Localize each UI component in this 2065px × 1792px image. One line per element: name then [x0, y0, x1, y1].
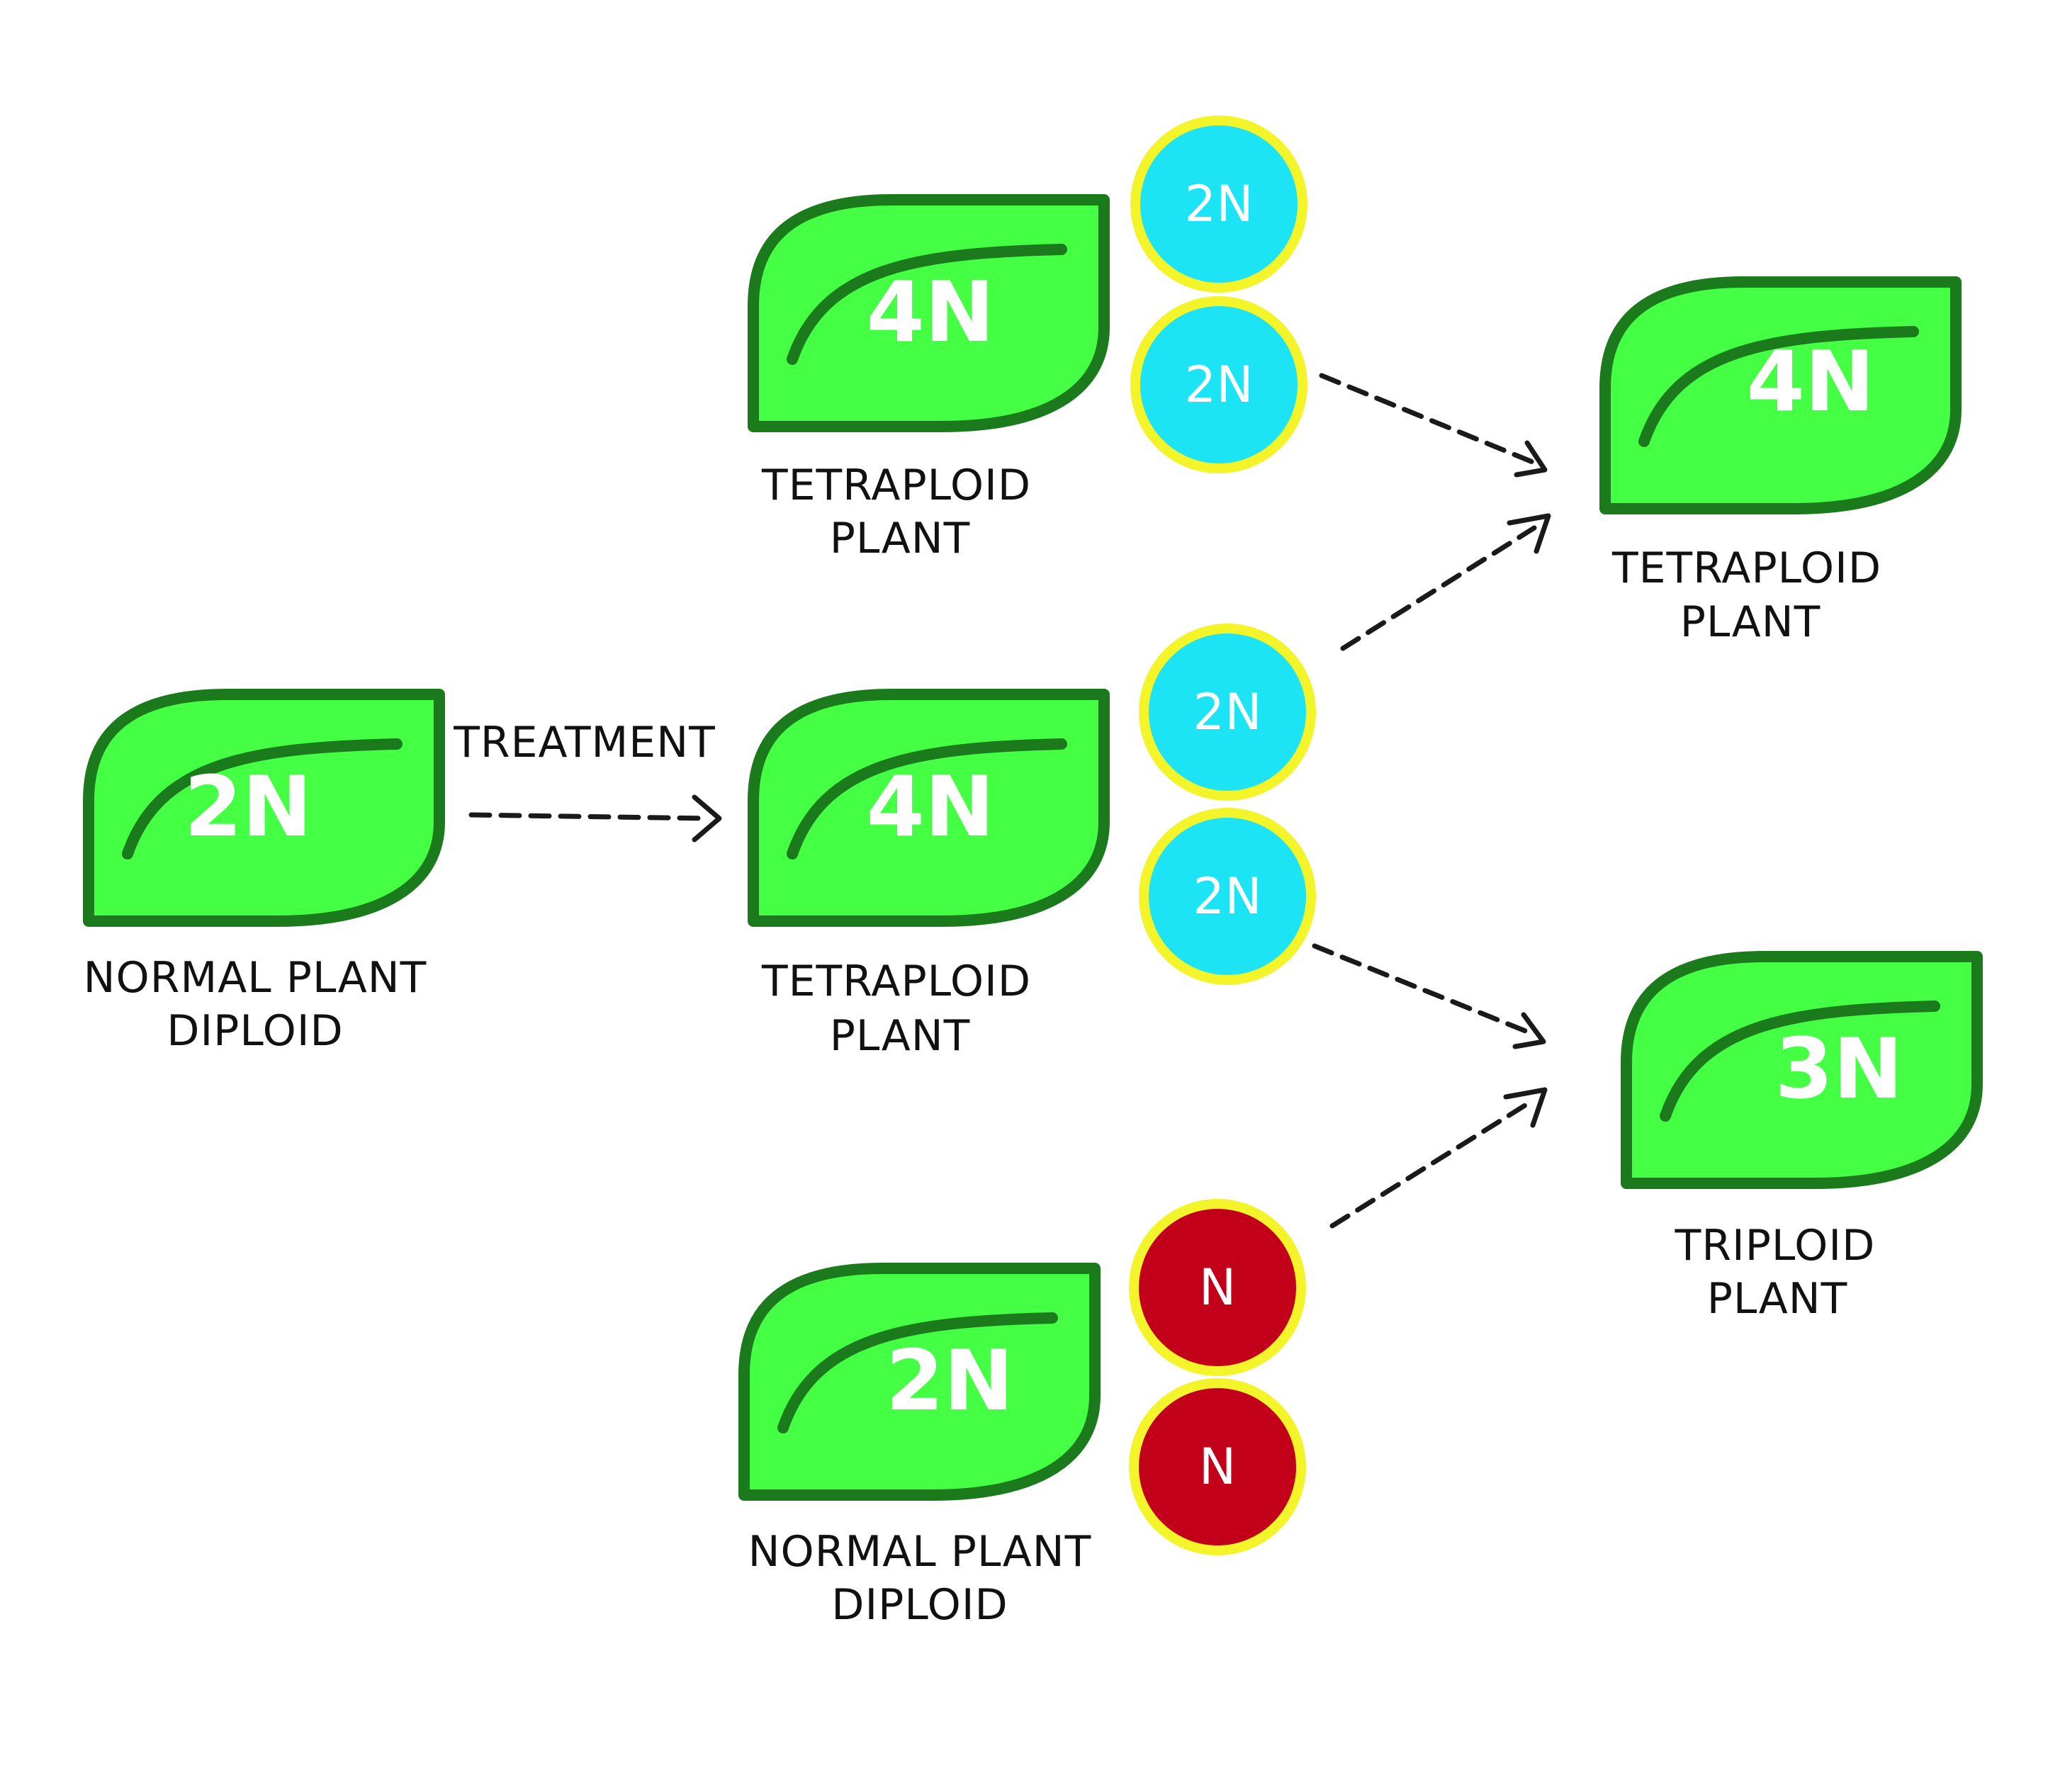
caption-tetraploid-middle: TETRAPLOID PLANT [761, 957, 1031, 1061]
caption-line: TRIPLOID [1675, 1221, 1876, 1270]
caption-line: PLANT [830, 1011, 971, 1061]
arrow-middle-to-triploid [1312, 943, 1546, 1049]
gamete-label: 2N [1193, 867, 1262, 925]
plant-ploidy-label: 4N [867, 263, 995, 361]
plant-ploidy-label: 4N [867, 757, 995, 855]
gamete-2n-top-2: 2N [1130, 296, 1307, 473]
gamete-n-bottom-2: N [1129, 1378, 1306, 1555]
gamete-circle [1130, 296, 1307, 473]
arrow-treatment [468, 794, 722, 843]
treatment-label: TREATMENT [453, 718, 716, 767]
leaf-vein [787, 244, 1067, 365]
gamete-label: 2N [1193, 683, 1262, 741]
leaf-vein [1638, 326, 1919, 447]
plant-normal-diploid-bottom: 2N [738, 1263, 1101, 1501]
plant-ploidy-label: 2N [184, 757, 313, 855]
gamete-label: 2N [1185, 175, 1254, 233]
gamete-circle [1130, 115, 1307, 293]
plant-ploidy-label: 4N [1747, 332, 1875, 430]
plant-normal-diploid-left: 2N [83, 689, 445, 927]
gamete-label: N [1199, 1438, 1236, 1496]
leaf-vein [122, 738, 403, 860]
caption-line: NORMAL PLANT [748, 1527, 1092, 1577]
gamete-2n-top-1: 2N [1130, 115, 1307, 293]
gamete-circle [1129, 1378, 1306, 1555]
caption-line: DIPLOID [167, 1006, 344, 1056]
caption-line: PLANT [1680, 597, 1821, 647]
leaf-vein [777, 1312, 1058, 1433]
gamete-n-bottom-1: N [1129, 1199, 1306, 1376]
caption-line: PLANT [830, 514, 971, 563]
caption-line: DIPLOID [831, 1580, 1008, 1630]
caption-tetraploid-result: TETRAPLOID PLANT [1611, 543, 1881, 647]
arrow-bottom-to-triploid [1329, 1087, 1548, 1229]
caption-normal-diploid-bottom: NORMAL PLANT DIPLOID [748, 1527, 1092, 1630]
gamete-circle [1129, 1199, 1306, 1376]
arrow-middle-to-tetraploid [1340, 513, 1551, 651]
caption-line: TETRAPLOID [761, 461, 1031, 510]
arrow-top-to-tetraploid [1319, 373, 1548, 478]
plant-tetraploid-middle: 4N [748, 689, 1110, 927]
plant-tetraploid-result: 4N [1599, 276, 1962, 514]
caption-normal-diploid-left: NORMAL PLANT DIPLOID [84, 953, 427, 1056]
caption-tetraploid-top: TETRAPLOID PLANT [761, 461, 1031, 563]
leaf-vein [787, 738, 1067, 860]
gamete-2n-middle-2: 2N [1139, 808, 1316, 985]
leaf-vein [1660, 1001, 1940, 1122]
gamete-2n-middle-1: 2N [1139, 624, 1316, 801]
plant-triploid-result: 3N [1621, 951, 1983, 1189]
caption-line: PLANT [1707, 1274, 1848, 1324]
gamete-circle [1139, 808, 1316, 985]
caption-line: TETRAPLOID [1611, 543, 1881, 593]
gamete-label: 2N [1185, 356, 1254, 414]
plant-ploidy-label: 3N [1775, 1020, 1903, 1117]
plant-ploidy-label: 2N [886, 1331, 1014, 1429]
caption-line: NORMAL PLANT [84, 953, 427, 1003]
caption-triploid-result: TRIPLOID PLANT [1675, 1221, 1876, 1324]
plant-tetraploid-top: 4N [748, 194, 1110, 432]
gamete-label: N [1199, 1258, 1236, 1317]
gamete-circle [1139, 624, 1316, 801]
caption-line: TETRAPLOID [761, 957, 1031, 1006]
